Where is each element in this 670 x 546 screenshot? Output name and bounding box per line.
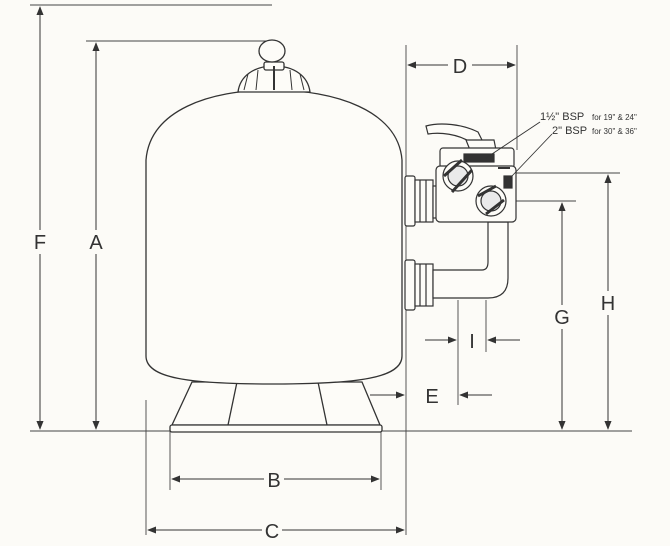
label-h-mask — [597, 291, 619, 315]
lid-ribs — [243, 69, 305, 91]
valve-clip — [503, 175, 513, 189]
note-leader-2 — [511, 133, 553, 177]
return-elbow-pipe — [432, 221, 509, 299]
pedestal-rib-left — [227, 381, 238, 426]
dim-label-c: C — [265, 521, 279, 543]
dim-label-f: F — [34, 232, 46, 254]
pedestal-foot — [169, 424, 383, 433]
pressure-gauge-knob — [258, 39, 286, 63]
port-notes: 1½" BSP for 19" & 24" 2" BSP for 30" & 3… — [540, 111, 637, 137]
upper-union — [414, 179, 434, 223]
valve-port-side-hatch — [477, 184, 505, 216]
port-note-2-models: for 30" & 36" — [592, 127, 637, 136]
tank-body — [145, 89, 403, 385]
valve-handle — [425, 123, 483, 143]
filter-tank — [145, 39, 403, 433]
dim-label-e: E — [425, 386, 438, 408]
tank-pedestal — [170, 381, 381, 426]
dim-label-a: A — [89, 232, 103, 254]
note-leaders — [485, 121, 553, 177]
lower-flange — [404, 259, 416, 311]
dim-label-h: H — [601, 293, 615, 315]
upper-flange — [404, 175, 416, 227]
port-note-1-size: 1½" BSP — [540, 111, 584, 123]
lower-union — [414, 263, 434, 307]
pedestal-rib-right — [317, 381, 328, 426]
dim-label-g: G — [554, 307, 570, 329]
dimension-labels: F A B C D E I G H — [30, 54, 619, 543]
valve-port-upper-hatch — [443, 158, 474, 194]
note-leader-1 — [485, 121, 541, 159]
label-f-mask — [30, 230, 50, 254]
multiport-valve — [425, 123, 517, 223]
dim-label-i: I — [469, 331, 475, 353]
dim-label-d: D — [453, 56, 467, 78]
label-d-mask — [448, 54, 472, 78]
label-b-mask — [264, 468, 284, 492]
port-note-1-models: for 19" & 24" — [592, 113, 637, 122]
valve-top-cap — [463, 153, 495, 163]
port-note-2-size: 2" BSP — [552, 125, 587, 137]
label-c-mask — [262, 519, 282, 543]
dim-label-b: B — [267, 470, 280, 492]
label-g-mask — [551, 305, 573, 329]
label-a-mask — [86, 230, 106, 254]
